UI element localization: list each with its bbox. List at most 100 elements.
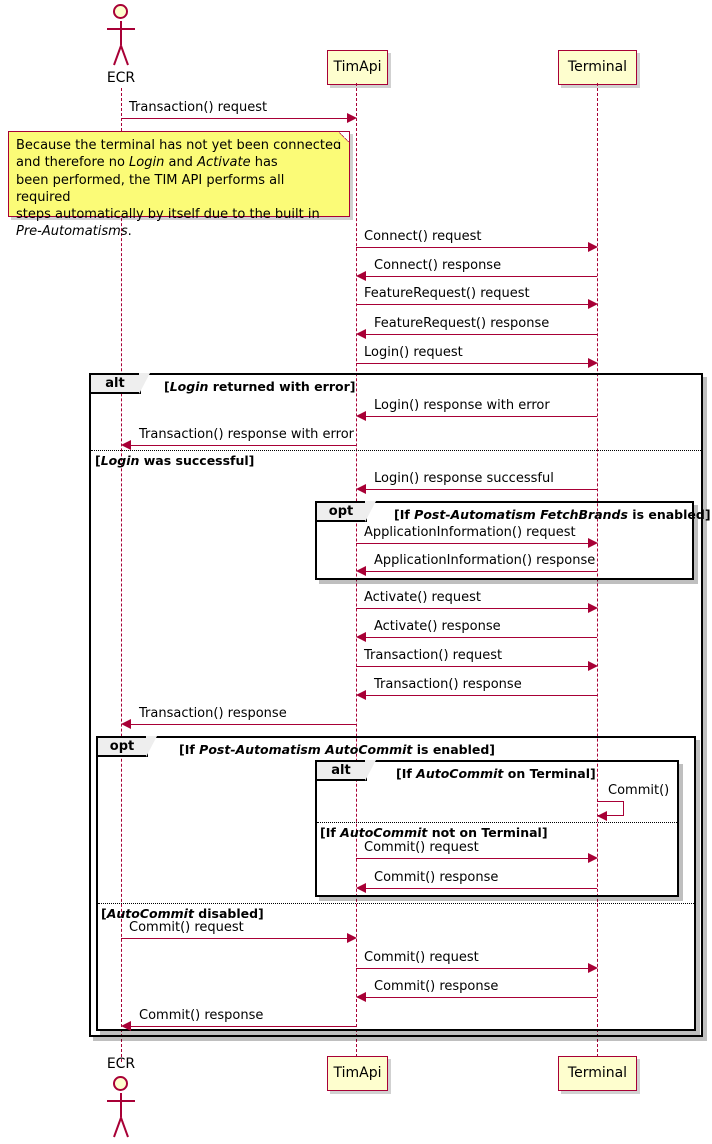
guard-opt-fetchbrands: [If Post-Automatism FetchBrands is enabl… — [394, 507, 711, 522]
actor-ecr-bottom — [100, 1076, 142, 1138]
actor-head-icon — [113, 4, 128, 19]
actor-arms-icon — [107, 28, 135, 30]
message-arrow-14 — [588, 661, 598, 671]
message-line-22 — [362, 997, 597, 998]
frame-tab-alt-login: alt — [91, 373, 150, 394]
divider-alt-autocommit — [317, 822, 677, 823]
participant-box-timapi-bottom[interactable]: TimApi — [327, 1056, 388, 1091]
actor-arms-icon-bottom — [107, 1100, 135, 1102]
message-arrow-12 — [588, 603, 598, 613]
frame-opt-fetchbrands — [315, 501, 694, 580]
message-label-11: ApplicationInformation() response — [374, 553, 596, 568]
message-arrow-8 — [121, 440, 131, 450]
message-arrow-20 — [347, 933, 357, 943]
message-line-3 — [362, 276, 597, 277]
guard-opt-autocommit-2: [AutoCommit disabled] — [101, 906, 264, 921]
message-arrow-5 — [356, 329, 366, 339]
message-line-21 — [356, 968, 591, 969]
message-label-7: Login() response with error — [374, 398, 550, 413]
message-line-16 — [127, 724, 356, 725]
participant-label-ecr-top: ECR — [106, 70, 136, 86]
message-arrow-19 — [356, 883, 366, 893]
participant-box-timapi-top[interactable]: TimApi — [327, 50, 388, 85]
message-line-14 — [356, 666, 591, 667]
message-arrow-7 — [356, 411, 366, 421]
participant-box-terminal-top[interactable]: Terminal — [558, 50, 637, 85]
frame-opt-autocommit — [96, 736, 696, 1031]
message-line-10 — [356, 543, 591, 544]
message-label-4: FeatureRequest() request — [364, 286, 530, 301]
message-line-15 — [362, 695, 597, 696]
message-label-10: ApplicationInformation() request — [364, 525, 576, 540]
message-label-22: Commit() response — [374, 979, 499, 994]
message-line-12 — [356, 608, 591, 609]
frame-alt-login — [89, 373, 703, 1037]
note-line-3: been performed, the TIM API performs all… — [16, 172, 285, 205]
message-label-19: Commit() response — [374, 870, 499, 885]
message-label-5: FeatureRequest() response — [374, 316, 550, 331]
message-label-2: Connect() request — [364, 229, 482, 244]
message-label-23: Commit() response — [139, 1008, 264, 1023]
note-line-5: Pre-Automatisms. — [16, 224, 132, 240]
message-arrow-23 — [121, 1021, 131, 1031]
message-self-loop-17 — [597, 801, 624, 816]
message-label-9: Login() response successful — [374, 471, 554, 486]
actor-body-icon-bottom — [120, 1093, 122, 1117]
actor-ecr-top — [100, 4, 142, 66]
message-arrow-6 — [588, 358, 598, 368]
message-arrow-17 — [597, 811, 607, 821]
message-line-7 — [362, 416, 597, 417]
guard-alt-autocommit-1: [If AutoCommit on Terminal] — [396, 766, 596, 781]
guard-alt-login-2: [Login was successful] — [95, 453, 255, 468]
message-label-16: Transaction() response — [139, 706, 287, 721]
frame-tab-opt-fetchbrands: opt — [317, 501, 376, 522]
divider-alt-login — [91, 450, 701, 451]
message-line-5 — [362, 334, 597, 335]
participant-box-terminal-bottom[interactable]: Terminal — [558, 1056, 637, 1091]
message-line-1 — [121, 118, 350, 119]
guard-alt-autocommit-2: [If AutoCommit not on Terminal] — [320, 825, 548, 840]
message-line-6 — [356, 363, 591, 364]
message-arrow-3 — [356, 271, 366, 281]
message-arrow-21 — [588, 963, 598, 973]
message-line-19 — [362, 888, 597, 889]
message-label-12: Activate() request — [364, 590, 481, 605]
message-arrow-4 — [588, 299, 598, 309]
frame-tab-opt-autocommit: opt — [98, 736, 157, 757]
note-line-1: Because the terminal has not yet been co… — [16, 138, 342, 153]
message-label-8: Transaction() response with error — [139, 427, 355, 442]
guard-opt-autocommit-1: [If Post-Automatism AutoCommit is enable… — [179, 742, 496, 757]
actor-head-icon-bottom — [113, 1076, 128, 1091]
message-arrow-15 — [356, 690, 366, 700]
message-line-20 — [121, 938, 350, 939]
message-line-23 — [127, 1026, 356, 1027]
message-arrow-16 — [121, 719, 131, 729]
actor-leg-right-icon-bottom — [119, 1116, 129, 1138]
frame-tab-alt-autocommit-terminal: alt — [317, 760, 376, 781]
message-arrow-9 — [356, 484, 366, 494]
message-label-3: Connect() response — [374, 258, 502, 273]
message-label-6: Login() request — [364, 345, 463, 360]
message-line-8 — [127, 445, 356, 446]
actor-leg-right-icon — [119, 44, 129, 66]
message-line-13 — [362, 637, 597, 638]
message-label-21: Commit() request — [364, 950, 479, 965]
note-line-4: steps automatically by itself due to the… — [16, 207, 320, 223]
message-label-14: Transaction() request — [364, 648, 503, 663]
message-line-2 — [356, 247, 591, 248]
message-label-20: Commit() request — [129, 920, 244, 935]
lifeline-ecr — [121, 88, 122, 1062]
message-arrow-10 — [588, 538, 598, 548]
message-line-11 — [362, 571, 597, 572]
message-label-15: Transaction() response — [374, 677, 522, 692]
lifeline-terminal — [597, 83, 598, 1062]
message-arrow-22 — [356, 992, 366, 1002]
message-label-13: Activate() response — [374, 619, 501, 634]
message-line-18 — [356, 858, 591, 859]
message-arrow-18 — [588, 853, 598, 863]
actor-body-icon — [120, 21, 122, 45]
participant-label-ecr-bottom: ECR — [106, 1056, 136, 1072]
message-arrow-13 — [356, 632, 366, 642]
message-label-1: Transaction() request — [129, 100, 268, 115]
